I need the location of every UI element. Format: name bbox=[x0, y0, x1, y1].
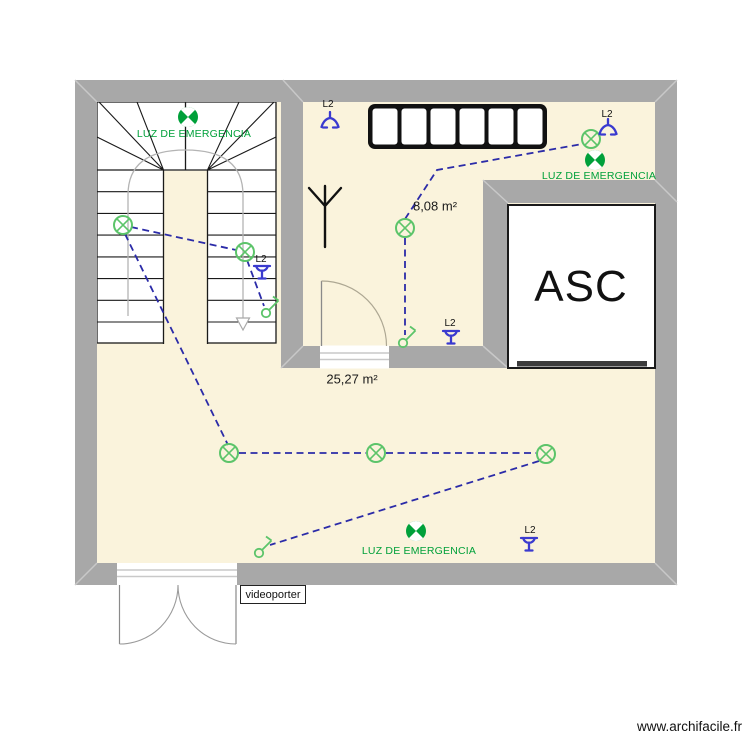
staircase bbox=[96, 101, 277, 345]
elevator-shaft bbox=[507, 204, 656, 369]
switch-icon bbox=[253, 535, 273, 559]
switch-icon bbox=[260, 295, 280, 319]
switches bbox=[253, 295, 417, 559]
emergency-light-label-top-right: LUZ DE EMERGENCIA bbox=[541, 169, 657, 182]
circuit-label-l2-top-left: L2 bbox=[322, 99, 334, 110]
emergency-light-icon bbox=[585, 149, 605, 171]
wall-miters bbox=[74, 79, 678, 586]
circuit-label-l2-room: L2 bbox=[444, 318, 456, 329]
wall-elevator-left bbox=[483, 203, 508, 368]
emergency-light-icon bbox=[178, 106, 198, 128]
door-openings bbox=[117, 345, 389, 585]
walkline-arrow-icon bbox=[235, 317, 251, 332]
circuit-label-l2-stairwell: L2 bbox=[255, 254, 267, 265]
hall-area-label: 25,27 m² bbox=[326, 371, 378, 387]
socket-icon bbox=[519, 536, 539, 552]
elevator-label: ASC bbox=[534, 262, 628, 311]
lamp-icon bbox=[235, 242, 255, 262]
lamp-icon bbox=[113, 215, 133, 235]
watermark: www.archifacile.fr bbox=[636, 719, 742, 734]
lamp-icon bbox=[366, 443, 386, 463]
room-area-label: 8,08 m² bbox=[412, 198, 458, 214]
socket-icon bbox=[441, 329, 461, 345]
circuit-label-l2-hall: L2 bbox=[524, 525, 536, 536]
switch-icon bbox=[397, 325, 417, 349]
lamps bbox=[113, 129, 601, 464]
wall-light-icon bbox=[320, 110, 340, 129]
l2-sockets bbox=[252, 264, 539, 552]
wall-light-icon bbox=[598, 117, 618, 136]
entrance-door bbox=[118, 584, 237, 645]
lamp-icon bbox=[581, 129, 601, 149]
socket-icon bbox=[252, 264, 272, 280]
emergency-light-icon bbox=[406, 520, 426, 542]
l2-wall-lights bbox=[320, 110, 618, 136]
stair-walkline bbox=[127, 149, 244, 318]
interior-door bbox=[320, 280, 388, 347]
emergency-light-label-stairwell: LUZ DE EMERGENCIA bbox=[136, 127, 252, 140]
antenna-icon bbox=[307, 184, 343, 249]
videoporter-callout: videoporter bbox=[240, 585, 306, 604]
emergency-light-label-hall: LUZ DE EMERGENCIA bbox=[361, 544, 477, 557]
lamp-icon bbox=[395, 218, 415, 238]
wall-stair-divider bbox=[281, 102, 303, 368]
wall-elevator-top bbox=[483, 180, 655, 203]
lamp-icon bbox=[536, 444, 556, 464]
lamp-icon bbox=[219, 443, 239, 463]
stair-treads bbox=[96, 101, 277, 323]
circuit-label-l2-top-right: L2 bbox=[601, 109, 613, 120]
window-grid bbox=[368, 104, 547, 149]
emergency-lights bbox=[178, 106, 605, 542]
wiring-l2 bbox=[124, 143, 583, 546]
elevator-door bbox=[517, 361, 647, 367]
